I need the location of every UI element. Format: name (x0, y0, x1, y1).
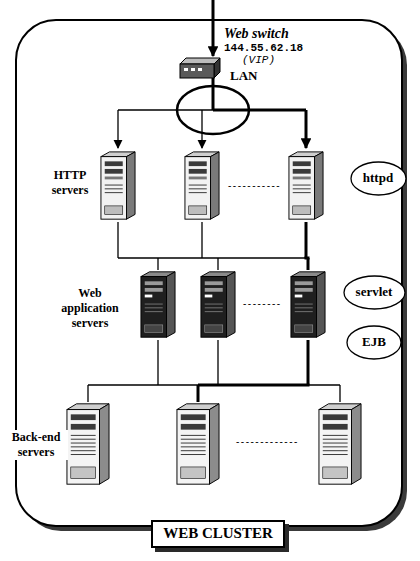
ip-address: 144.55.62.18 (222, 42, 305, 54)
http-server-icon (185, 152, 219, 219)
drawing-part (197, 385, 200, 402)
ellipse-outline (344, 276, 405, 309)
drawing-part (217, 340, 218, 385)
drawing-part (117, 110, 118, 148)
tier-name: HTTP servers (40, 168, 100, 198)
drawing-part (118, 257, 306, 258)
ellipse-outline (347, 326, 401, 359)
continuation-dashes: ----------- (226, 180, 283, 191)
ellipse-outline (351, 162, 406, 195)
drawing-part (201, 222, 202, 258)
drawing-part (180, 64, 214, 78)
drawing-part (198, 68, 202, 71)
drawing-part (118, 109, 213, 110)
switch-symbol (180, 58, 220, 78)
drawing-part (213, 109, 306, 112)
continuation-dashes: -------- (241, 298, 284, 309)
drawing-part (117, 222, 118, 258)
app-server-icon (201, 272, 235, 337)
tier-name: Web application servers (50, 286, 130, 331)
cluster-outline (16, 20, 402, 526)
drawing-part (305, 222, 308, 258)
network-name: LAN (228, 68, 259, 84)
address-note: (VIP) (240, 54, 277, 66)
drawing-part (214, 58, 220, 78)
drawing-part (201, 110, 202, 148)
incoming-arrow (212, 0, 215, 56)
drawing-part (198, 384, 310, 387)
tier-name: Back-end servers (4, 430, 68, 460)
node-text: EJB (362, 335, 386, 350)
drawing-part (307, 258, 310, 270)
title-box: WEB CLUSTER (151, 520, 285, 548)
node-text: httpd (363, 171, 393, 186)
node-text: WEB CLUSTER (163, 525, 273, 542)
back-end-server-icon (177, 404, 219, 484)
back-end-server-icon (319, 404, 361, 484)
drawing-part (88, 384, 340, 385)
drawing-part (157, 258, 158, 270)
drawing-part (87, 385, 88, 402)
node-text: servlet (356, 285, 393, 300)
back-end-server-icon (67, 404, 109, 484)
drawing-part (184, 68, 188, 71)
http-server-icon (289, 152, 323, 219)
drawing-part (180, 58, 220, 64)
lan-wires (118, 110, 306, 148)
component-ellipse: EJB (346, 325, 402, 360)
app-server-icon (141, 272, 175, 337)
http-server-icon (101, 152, 135, 219)
drawing-part (217, 258, 218, 270)
back-end-wires (88, 340, 340, 402)
drawing-part (339, 385, 340, 402)
app-tier-wires (118, 222, 310, 270)
component-ellipse: httpd (350, 161, 407, 196)
drawing-part (305, 110, 308, 148)
component-ellipse: servlet (343, 275, 406, 310)
continuation-dashes: ------------- (234, 436, 301, 447)
drawing-part (191, 68, 195, 71)
device-name: Web switch (222, 26, 291, 42)
drawing-part (307, 340, 310, 385)
switch-link (212, 78, 215, 110)
drawing-part (157, 340, 158, 385)
app-server-icon (291, 272, 325, 337)
